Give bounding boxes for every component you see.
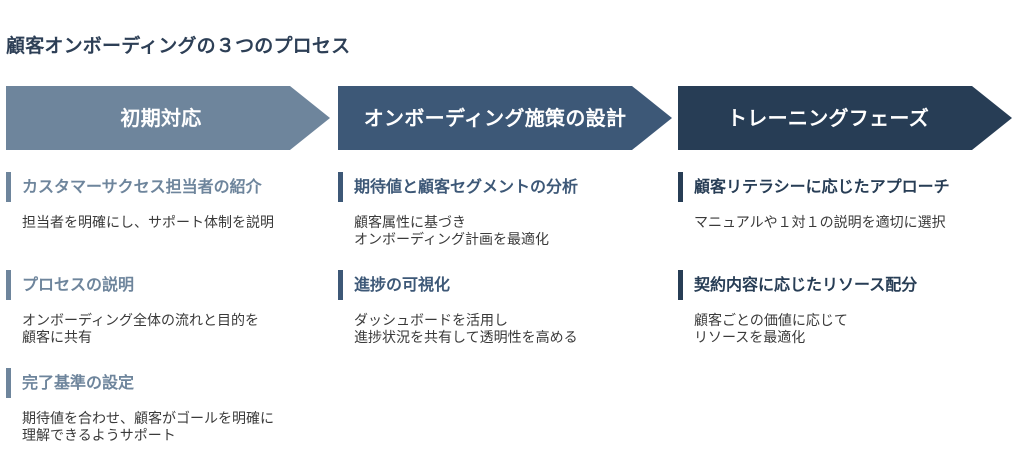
phase-banner-3: トレーニングフェーズ [678,86,1012,150]
item-description: オンボーディング全体の流れと目的を 顧客に共有 [22,313,260,346]
item-title: カスタマーサクセス担当者の紹介 [22,177,262,196]
accent-bar [6,368,11,398]
item-description: マニュアルや１対１の説明を適切に選択 [694,215,946,231]
phase-banner-2: オンボーディング施策の設計 [338,86,672,150]
list-item: 契約内容に応じたリソース配分 顧客ごとの価値に応じて リソースを最適化 [678,270,1008,368]
accent-bar [678,172,683,202]
chevron-arrow-shape [338,86,672,150]
item-description: 期待値を合わせ、顧客がゴールを明確に 理解できるようサポート [22,411,274,444]
phase-items-list: 顧客リテラシーに応じたアプローチ マニュアルや１対１の説明を適切に選択 契約内容… [678,172,1008,368]
accent-bar [338,172,343,202]
phase-label: オンボーディング施策の設計 [363,106,627,130]
item-title: 顧客リテラシーに応じたアプローチ [694,177,950,196]
chevron-arrow-shape [6,86,330,150]
page-title: 顧客オンボーディングの３つのプロセス [6,35,351,57]
chevron-arrow-shape [678,86,1012,150]
list-item: プロセスの説明 オンボーディング全体の流れと目的を 顧客に共有 [6,270,336,368]
phase-items-list: カスタマーサクセス担当者の紹介 担当者を明確にし、サポート体制を説明 プロセスの… [6,172,336,466]
item-title: 期待値と顧客セグメントの分析 [354,177,579,196]
accent-bar [6,270,11,300]
item-title: 契約内容に応じたリソース配分 [694,275,918,294]
phase-column-training: トレーニングフェーズ 顧客リテラシーに応じたアプローチ マニュアルや１対１の説明… [678,86,1012,346]
list-item: 完了基準の設定 期待値を合わせ、顧客がゴールを明確に 理解できるようサポート [6,368,336,466]
item-description: 担当者を明確にし、サポート体制を説明 [22,215,274,231]
list-item: 顧客リテラシーに応じたアプローチ マニュアルや１対１の説明を適切に選択 [678,172,1008,270]
accent-bar [6,172,11,202]
list-item: 進捗の可視化 ダッシュボードを活用し 進捗状況を共有して透明性を高める [338,270,668,368]
item-description: 顧客属性に基づき オンボーディング計画を最適化 [354,215,550,248]
phase-column-design: オンボーディング施策の設計 期待値と顧客セグメントの分析 顧客属性に基づき オン… [338,86,672,346]
phase-column-initial-response: 初期対応 カスタマーサクセス担当者の紹介 担当者を明確にし、サポート体制を説明 … [6,86,336,444]
item-title: プロセスの説明 [22,275,135,294]
phase-label: トレーニングフェーズ [727,106,929,130]
phase-items-list: 期待値と顧客セグメントの分析 顧客属性に基づき オンボーディング計画を最適化 進… [338,172,668,368]
list-item: カスタマーサクセス担当者の紹介 担当者を明確にし、サポート体制を説明 [6,172,336,270]
item-title: 完了基準の設定 [22,373,135,392]
item-description: ダッシュボードを活用し 進捗状況を共有して透明性を高める [354,313,578,346]
phase-banner-1: 初期対応 [6,86,336,150]
phase-label: 初期対応 [120,106,202,130]
item-description: 顧客ごとの価値に応じて リソースを最適化 [694,313,848,346]
accent-bar [338,270,343,300]
accent-bar [678,270,683,300]
list-item: 期待値と顧客セグメントの分析 顧客属性に基づき オンボーディング計画を最適化 [338,172,668,270]
item-title: 進捗の可視化 [354,275,451,294]
